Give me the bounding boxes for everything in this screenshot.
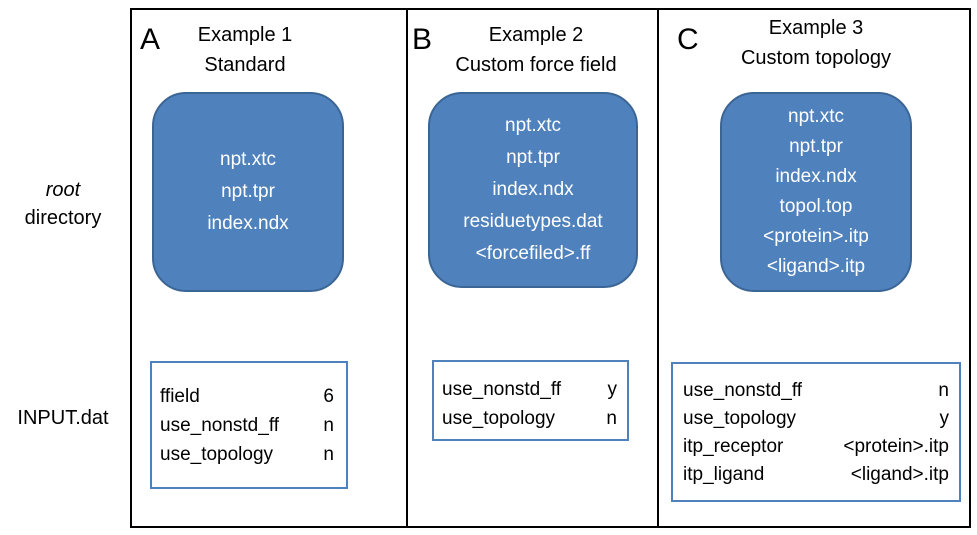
input-value: <ligand>.itp xyxy=(850,464,949,485)
panel-a-letter: A xyxy=(140,23,161,56)
file-name: npt.xtc xyxy=(505,115,561,136)
panel-c-root-files: npt.xtc npt.tpr index.ndx topol.top <pro… xyxy=(720,92,912,292)
input-dat-label: INPUT.dat xyxy=(17,407,109,429)
panel-a-title: Example 1 Standard xyxy=(175,20,315,80)
input-key: itp_receptor xyxy=(683,436,784,457)
file-name: npt.xtc xyxy=(788,106,844,127)
panel-b-input-box: use_nonstd_ff y use_topology n xyxy=(432,360,629,441)
panel-b-letter: B xyxy=(412,23,433,56)
file-name: index.ndx xyxy=(492,179,574,200)
panel-a-input-box: ffield 6 use_nonstd_ff n use_topology n xyxy=(150,361,348,489)
file-name: npt.tpr xyxy=(506,147,560,168)
input-key: use_nonstd_ff xyxy=(442,379,562,400)
panel-c xyxy=(657,8,971,528)
file-name: index.ndx xyxy=(207,213,289,234)
panel-c-title: Example 3 Custom topology xyxy=(712,13,920,73)
input-key: use_topology xyxy=(442,408,556,429)
panel-c-input-box: use_nonstd_ff n use_topology y itp_recep… xyxy=(671,362,961,502)
root-directory-label: root directory xyxy=(8,176,118,232)
file-name: npt.tpr xyxy=(789,136,843,157)
input-value: 6 xyxy=(323,386,334,407)
directory-label: directory xyxy=(24,207,102,229)
file-name: <protein>.itp xyxy=(763,226,869,247)
file-name: npt.tpr xyxy=(221,181,275,202)
input-value: y xyxy=(939,408,950,429)
file-name: residuetypes.dat xyxy=(463,211,603,232)
panel-a-title-line1: Example 1 xyxy=(197,24,293,46)
input-value: <protein>.itp xyxy=(843,436,949,457)
input-value: y xyxy=(607,379,618,400)
panel-c-title-line1: Example 3 xyxy=(768,17,864,39)
file-name: <ligand>.itp xyxy=(766,256,866,277)
file-name: topol.top xyxy=(779,196,853,217)
panel-a-title-line2: Standard xyxy=(204,54,286,76)
input-value: n xyxy=(606,408,617,429)
panel-c-letter: C xyxy=(677,23,699,56)
file-name: <forcefiled>.ff xyxy=(475,243,591,264)
input-key: use_topology xyxy=(683,408,797,429)
file-name: npt.xtc xyxy=(220,149,276,170)
root-label-italic: root xyxy=(45,179,81,201)
panel-b-title-line2: Custom force field xyxy=(455,54,617,76)
input-value: n xyxy=(938,380,949,401)
input-key: use_topology xyxy=(160,444,274,465)
panel-b-root-files: npt.xtc npt.tpr index.ndx residuetypes.d… xyxy=(428,92,638,288)
input-key: ffield xyxy=(160,386,200,407)
panel-b-title-line1: Example 2 xyxy=(488,24,584,46)
input-value: n xyxy=(323,444,334,465)
input-key: itp_ligand xyxy=(683,464,765,485)
input-key: use_nonstd_ff xyxy=(683,380,803,401)
panel-c-title-line2: Custom topology xyxy=(740,47,892,69)
input-key: use_nonstd_ff xyxy=(160,415,280,436)
file-name: index.ndx xyxy=(775,166,857,187)
panel-a-root-files: npt.xtc npt.tpr index.ndx xyxy=(152,92,344,292)
panel-b-title: Example 2 Custom force field xyxy=(430,20,642,80)
input-value: n xyxy=(323,415,334,436)
